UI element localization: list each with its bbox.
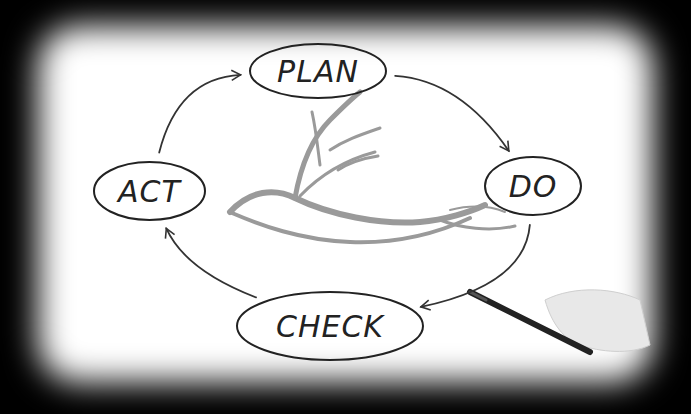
cycle-step-ellipse: CHECK <box>235 290 425 362</box>
ellipse-shape <box>250 44 386 98</box>
step-label: DO <box>509 169 558 204</box>
cycle-arrow <box>395 76 509 151</box>
dove-drawing <box>230 92 515 242</box>
writing-hand <box>470 290 650 352</box>
step-label: CHECK <box>276 309 384 344</box>
cycle-step-ellipse: ACT <box>92 160 207 222</box>
cycle-arrow <box>159 75 240 153</box>
ellipse-shape <box>237 292 423 360</box>
cycle-step-ellipse: PLAN <box>248 42 388 100</box>
cycle-arrow <box>421 225 530 307</box>
ellipse-shape <box>94 162 205 220</box>
ellipse-shape <box>485 157 581 215</box>
cycle-arrow <box>166 228 256 297</box>
step-label: PLAN <box>277 54 359 89</box>
cycle-step-ellipse: DO <box>483 155 583 217</box>
step-label: ACT <box>118 174 181 209</box>
